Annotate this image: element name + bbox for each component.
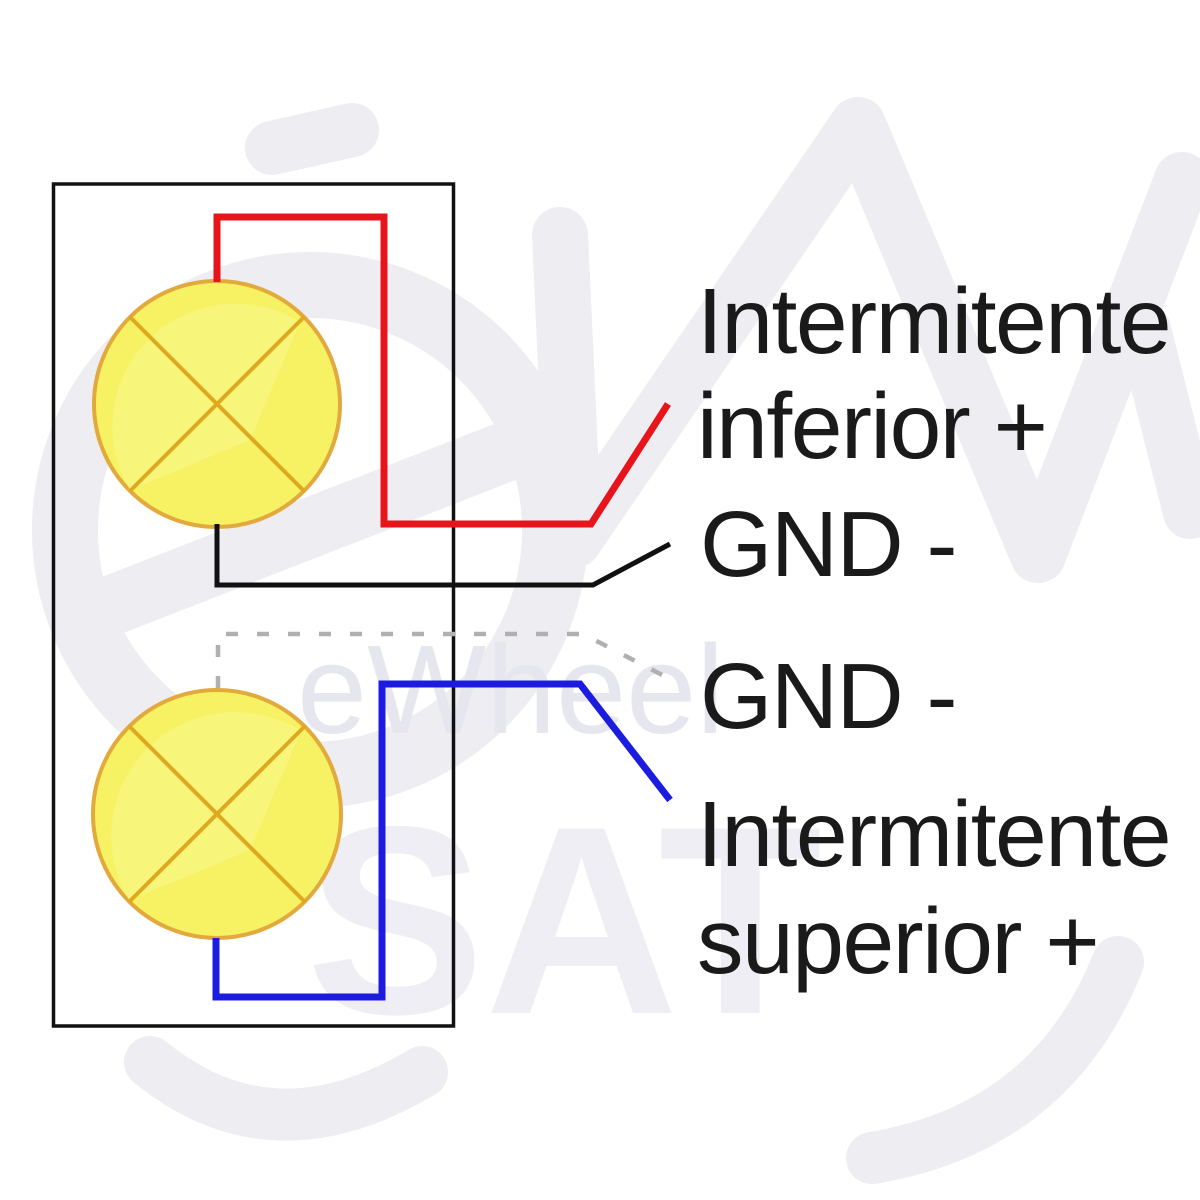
lamp-top (92, 279, 342, 529)
lamp-top-highlight (112, 303, 300, 490)
lamp-bottom (91, 688, 343, 940)
label-gnd-bottom: GND - (700, 644, 956, 748)
watermark-w-tail (1117, 303, 1200, 539)
watermark-e-tip (245, 103, 379, 175)
watermark-swirl-bottom-right (846, 936, 1144, 1184)
wire-red-intermitente-inferior (213, 213, 671, 528)
wire-dashed-gnd-bottom (215, 631, 670, 688)
component-box (51, 182, 456, 1028)
watermark-w-zigzag (532, 97, 1200, 583)
label-intermitente-inferior-line2: inferior + (697, 374, 1046, 478)
wire-blue-intermitente-superior (212, 680, 673, 1001)
watermark-swirl-bottom-left (124, 1036, 448, 1141)
label-intermitente-superior-line1: Intermitente (697, 782, 1170, 886)
watermark-brand-text: eWheel (297, 619, 724, 760)
wire-black-gnd-top (214, 524, 672, 588)
label-gnd-top: GND - (700, 492, 956, 596)
watermark-sat-text: SAT (306, 770, 822, 1070)
lamp-bottom-highlight (111, 712, 302, 900)
label-intermitente-inferior-line1: Intermitente (697, 269, 1170, 373)
watermark-e-bar (80, 422, 535, 636)
label-intermitente-superior-line2: superior + (697, 889, 1098, 993)
lamp-bottom-cross (127, 724, 307, 904)
lamp-top-cross (128, 315, 306, 493)
